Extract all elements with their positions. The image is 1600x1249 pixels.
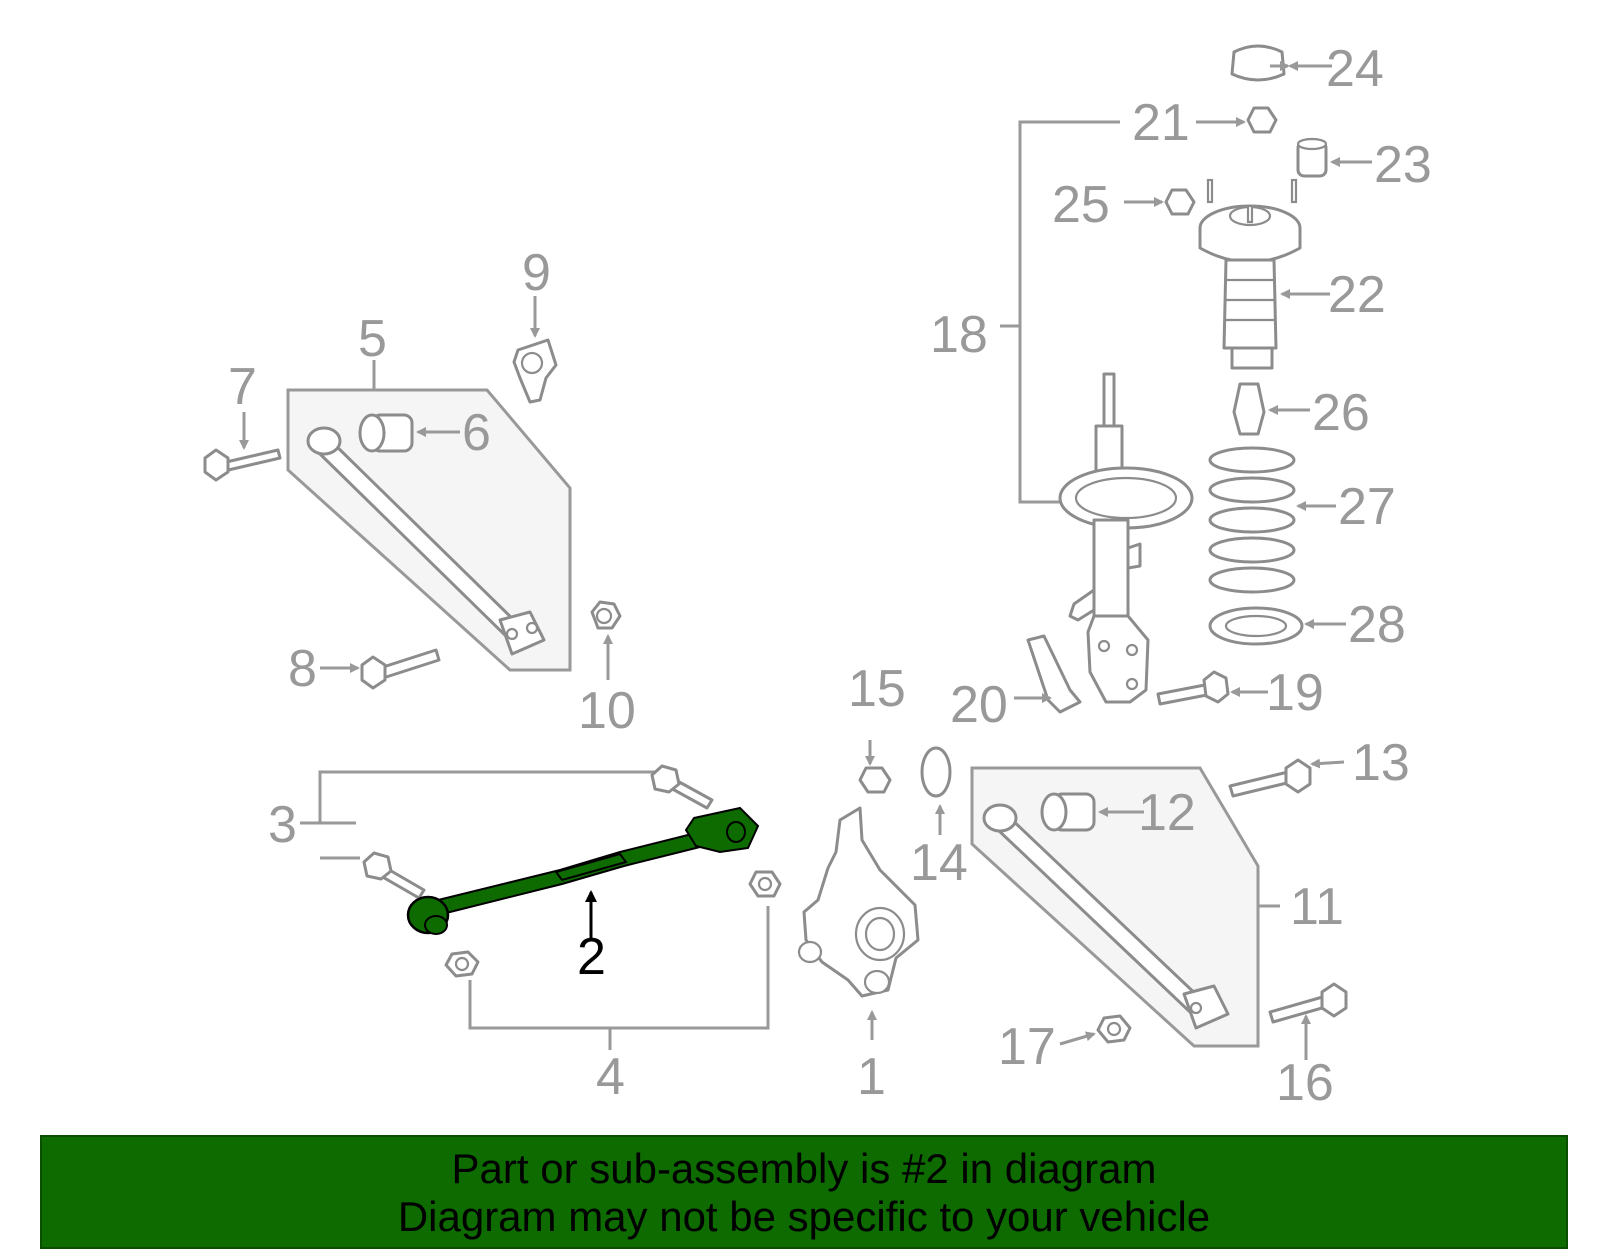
callout-11: 11 bbox=[1290, 878, 1344, 936]
callout-9: 9 bbox=[522, 244, 551, 302]
banner-line-1: Part or sub-assembly is #2 in diagram bbox=[451, 1145, 1157, 1192]
callout-5: 5 bbox=[358, 310, 387, 368]
callout-4: 4 bbox=[596, 1048, 625, 1106]
upper-control-arm-group bbox=[203, 338, 622, 690]
callout-14: 14 bbox=[910, 834, 968, 892]
callout-15: 15 bbox=[848, 660, 906, 718]
callout-21: 21 bbox=[1132, 94, 1190, 152]
callout-labels: 1 2 3 4 5 6 7 8 9 10 11 12 13 14 15 16 1… bbox=[228, 40, 1432, 1112]
strut-group bbox=[1000, 44, 1328, 714]
callout-25: 25 bbox=[1052, 176, 1110, 234]
callout-20: 20 bbox=[950, 676, 1008, 734]
callout-10: 10 bbox=[578, 682, 636, 740]
callout-22: 22 bbox=[1328, 266, 1386, 324]
callout-6: 6 bbox=[462, 404, 491, 462]
callout-3: 3 bbox=[268, 796, 297, 854]
callout-18: 18 bbox=[930, 306, 988, 364]
lower-control-arm-group bbox=[970, 758, 1348, 1048]
lower-left-group bbox=[300, 764, 782, 1050]
callout-23: 23 bbox=[1374, 136, 1432, 194]
callout-7: 7 bbox=[228, 358, 257, 416]
callout-12: 12 bbox=[1138, 784, 1196, 842]
callout-24: 24 bbox=[1326, 40, 1384, 98]
callout-17: 17 bbox=[998, 1018, 1056, 1076]
callout-2: 2 bbox=[577, 928, 606, 986]
info-banner: Part or sub-assembly is #2 in diagram Di… bbox=[40, 1135, 1568, 1249]
leader-arrows bbox=[239, 61, 1372, 1060]
callout-19: 19 bbox=[1266, 664, 1324, 722]
callout-1: 1 bbox=[857, 1048, 886, 1106]
callout-26: 26 bbox=[1312, 384, 1370, 442]
highlighted-part-2 bbox=[406, 806, 760, 935]
callout-27: 27 bbox=[1338, 478, 1396, 536]
knuckle-group bbox=[797, 740, 952, 1040]
callout-8: 8 bbox=[288, 640, 317, 698]
callout-13: 13 bbox=[1352, 734, 1410, 792]
banner-line-2: Diagram may not be specific to your vehi… bbox=[397, 1193, 1211, 1240]
callout-28: 28 bbox=[1348, 596, 1406, 654]
callout-16: 16 bbox=[1276, 1054, 1334, 1112]
